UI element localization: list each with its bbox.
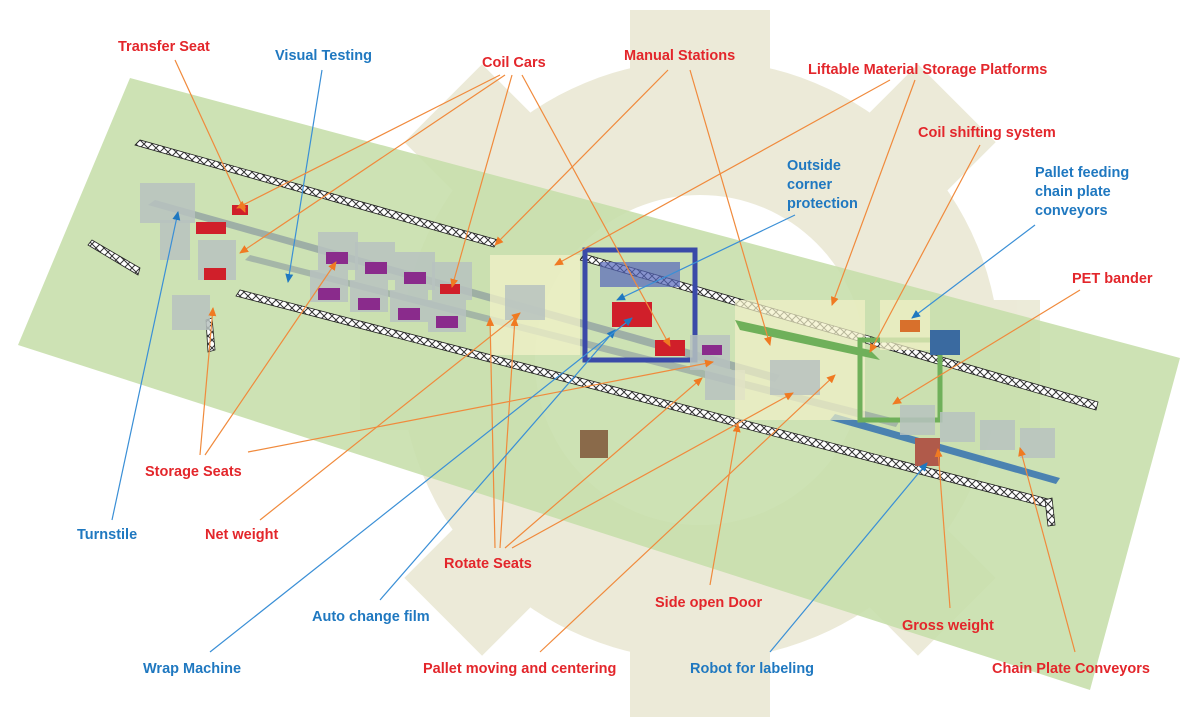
label-auto-change-film: Auto change film xyxy=(312,609,430,625)
label-pallet-feeding-line3: conveyors xyxy=(1035,203,1108,219)
coil-stations xyxy=(140,183,1055,466)
label-robot-labeling: Robot for labeling xyxy=(690,661,814,677)
label-coil-shifting: Coil shifting system xyxy=(918,125,1056,141)
label-manual-stations: Manual Stations xyxy=(624,48,735,64)
label-outside-corner-protection: Outside corner protection xyxy=(787,158,858,212)
label-gross-weight: Gross weight xyxy=(902,618,994,634)
label-liftable-platforms: Liftable Material Storage Platforms xyxy=(808,62,1047,78)
label-transfer-seat: Transfer Seat xyxy=(118,39,210,55)
label-pallet-feeding-line2: chain plate xyxy=(1035,184,1111,200)
label-rotate-seats: Rotate Seats xyxy=(444,556,532,572)
label-wrap-machine: Wrap Machine xyxy=(143,661,241,677)
label-pallet-moving: Pallet moving and centering xyxy=(423,661,616,677)
label-chain-plate-conveyors: Chain Plate Conveyors xyxy=(992,661,1150,677)
label-turnstile: Turnstile xyxy=(77,527,137,543)
label-net-weight: Net weight xyxy=(205,527,278,543)
label-pet-bander: PET bander xyxy=(1072,271,1153,287)
label-visual-testing: Visual Testing xyxy=(275,48,372,64)
label-coil-cars: Coil Cars xyxy=(482,55,546,71)
label-storage-seats: Storage Seats xyxy=(145,464,242,480)
callout-labels: Transfer Seat Visual Testing Coil Cars M… xyxy=(77,39,1153,677)
label-outside-corner-line3: protection xyxy=(787,196,858,212)
label-side-open-door: Side open Door xyxy=(655,595,763,611)
label-outside-corner-line1: Outside xyxy=(787,158,841,174)
label-pallet-feeding-line1: Pallet feeding xyxy=(1035,165,1129,181)
label-outside-corner-line2: corner xyxy=(787,177,832,193)
leader-lines xyxy=(111,59,1081,653)
label-pallet-feeding: Pallet feeding chain plate conveyors xyxy=(1035,165,1133,219)
